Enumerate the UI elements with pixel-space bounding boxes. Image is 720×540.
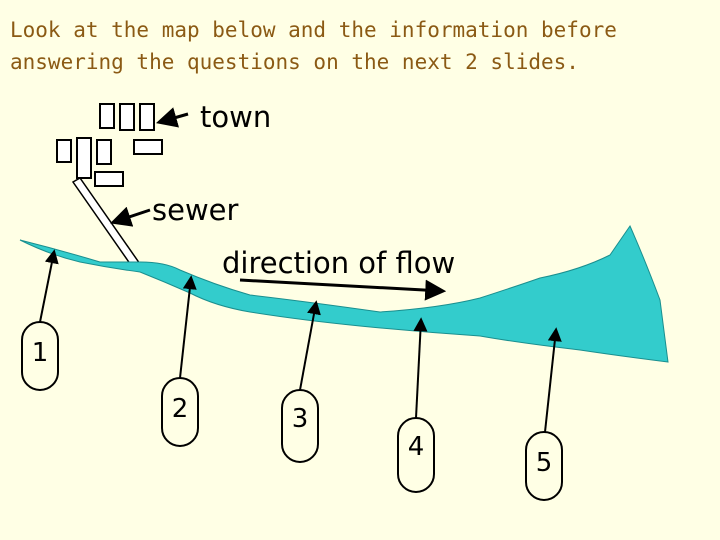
site-5-bubble <box>525 431 563 501</box>
site-3-pointer <box>299 300 321 391</box>
flow-arrow <box>239 278 447 301</box>
site-bubbles <box>21 321 563 501</box>
town-buildings <box>56 103 163 187</box>
building <box>133 139 163 155</box>
site-5-pointer <box>544 327 562 433</box>
site-4-pointer <box>413 317 428 419</box>
sewer-pipe <box>71 177 142 269</box>
site-1-pointer <box>39 249 59 323</box>
building <box>119 103 135 131</box>
site-pointers <box>39 249 562 433</box>
building <box>99 103 115 129</box>
sewer-label: sewer <box>152 193 239 227</box>
instructions-text: Look at the map below and the informatio… <box>10 18 617 74</box>
building <box>94 171 124 187</box>
site-2-bubble <box>161 377 199 447</box>
sewer-arrow <box>110 206 151 227</box>
site-4-bubble <box>397 417 435 493</box>
town-label: town <box>200 100 272 134</box>
building <box>56 139 72 163</box>
flow-label: direction of flow <box>222 246 456 280</box>
site-1-bubble <box>21 321 59 391</box>
site-2-label: 2 <box>171 394 189 424</box>
site-1-label: 1 <box>31 338 49 368</box>
site-3-label: 3 <box>291 404 309 434</box>
building <box>139 103 155 131</box>
building <box>96 139 112 165</box>
site-3-bubble <box>281 389 319 463</box>
site-2-pointer <box>179 275 197 379</box>
site-5-label: 5 <box>535 448 553 478</box>
building <box>76 137 92 179</box>
site-4-label: 4 <box>407 432 425 462</box>
town-arrow <box>155 107 189 128</box>
